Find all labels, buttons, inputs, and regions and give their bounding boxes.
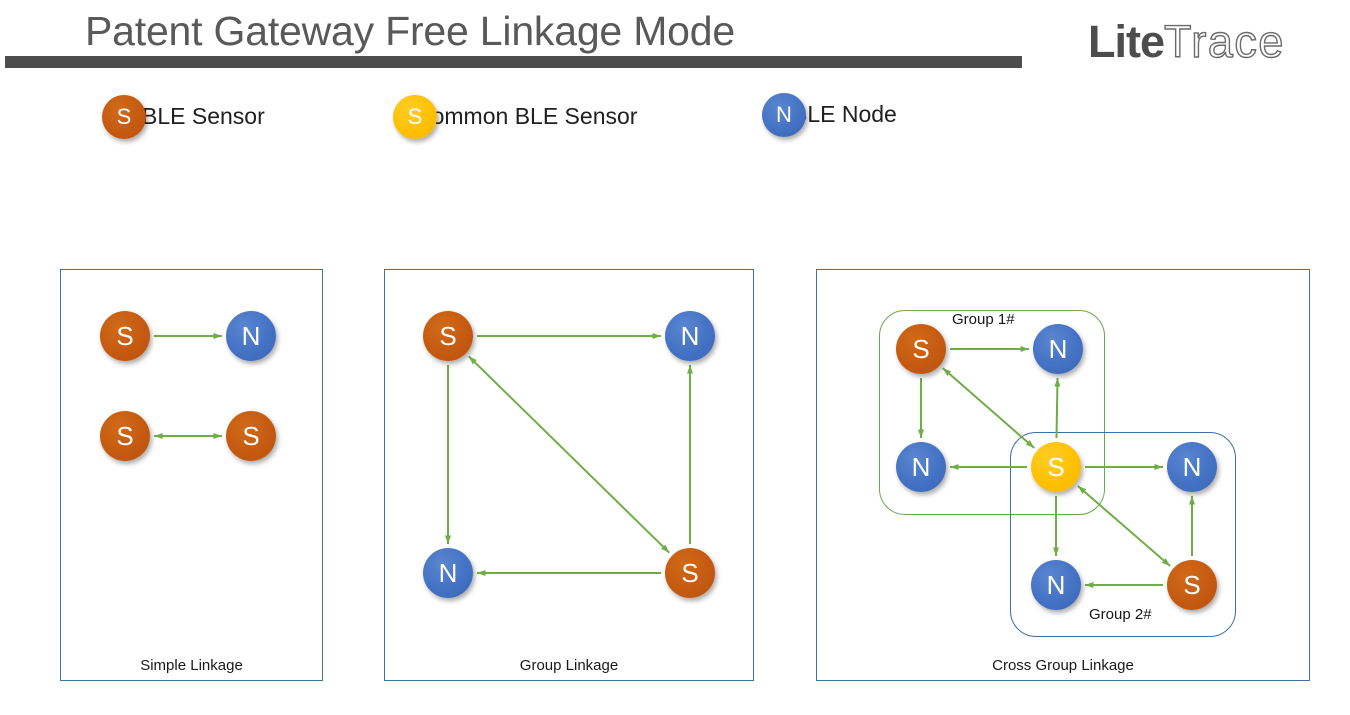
- diagram-node-node-2: N: [423, 548, 473, 598]
- group-box-2: [1010, 432, 1236, 637]
- legend-item-ble-sensor: S BLE Sensor: [102, 94, 265, 139]
- diagram-node-sensor-3: S: [665, 548, 715, 598]
- legend-label-ble-sensor: BLE Sensor: [142, 103, 265, 129]
- panel-caption-cross-group-linkage: Cross Group Linkage: [992, 657, 1134, 674]
- diagram-node-node-1: N: [665, 311, 715, 361]
- diagram-node-sensor-2: S: [100, 411, 150, 461]
- panel-caption-simple-linkage: Simple Linkage: [140, 657, 243, 674]
- diagram-node-common-sensor-3: S: [1031, 442, 1081, 492]
- diagram-node-sensor-3: S: [226, 411, 276, 461]
- diagram-node-sensor-6: S: [1167, 560, 1217, 610]
- panel-cross-group-linkage: Group 1# Group 2# S N N S N N S Cross Group Li…: [816, 269, 1310, 681]
- diagram-node-node-1: N: [1033, 324, 1083, 374]
- panel-group-linkage: S N N S Group Linkage: [384, 269, 754, 681]
- group-2-label: Group 2#: [1089, 606, 1152, 623]
- diagram-node-sensor-0: S: [423, 311, 473, 361]
- legend-node-icon: N: [762, 92, 806, 137]
- legend-item-common-ble-sensor: S Common BLE Sensor: [393, 94, 638, 139]
- legend-label-ble-node: BLE Node: [792, 101, 897, 127]
- group-1-label: Group 1#: [952, 311, 1015, 328]
- diagram-node-sensor-0: S: [896, 324, 946, 374]
- diagram-node-node-5: N: [1031, 560, 1081, 610]
- group-box-1: [879, 310, 1105, 515]
- legend-common-sensor-icon: S: [393, 94, 437, 139]
- diagram-node-sensor-0: S: [100, 311, 150, 361]
- title-underline-rule: [5, 56, 1022, 68]
- logo-text-lite: Lite: [1088, 16, 1165, 67]
- diagram-node-node-4: N: [1167, 442, 1217, 492]
- legend-item-ble-node: N BLE Node: [762, 92, 897, 137]
- legend-label-common-ble-sensor: Common BLE Sensor: [415, 103, 638, 129]
- page-title: Patent Gateway Free Linkage Mode: [85, 8, 735, 54]
- diagram-node-node-2: N: [896, 442, 946, 492]
- diagram-node-node-1: N: [226, 311, 276, 361]
- edge-two-way-4: [468, 355, 670, 554]
- panel-caption-group-linkage: Group Linkage: [519, 657, 619, 674]
- legend-sensor-icon: S: [102, 94, 146, 139]
- logo-text-trace: Trace: [1163, 16, 1285, 67]
